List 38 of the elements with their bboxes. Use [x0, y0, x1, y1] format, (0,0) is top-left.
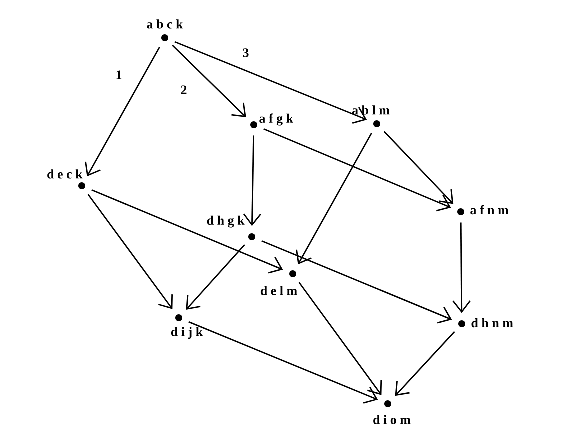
arrow — [298, 282, 382, 396]
node-label: d i o m — [374, 415, 411, 424]
dot — [78, 182, 86, 190]
node-label: d e l m — [260, 286, 298, 296]
edge-label: 2 — [180, 84, 188, 96]
dot — [162, 34, 168, 42]
node-label: a f n m — [470, 205, 509, 215]
dot — [176, 314, 182, 322]
dot — [374, 120, 380, 128]
arrow — [188, 321, 378, 404]
dot — [458, 320, 466, 328]
node-label: d h g k — [207, 216, 245, 228]
dot — [250, 122, 258, 128]
arrow — [262, 240, 452, 324]
arrow — [186, 244, 246, 310]
node-label: d e c k — [48, 170, 83, 179]
edge-label: 1 — [114, 70, 124, 80]
node-label: d h n m — [472, 318, 514, 328]
arrow — [243, 136, 262, 226]
dot — [290, 270, 296, 278]
arrow — [88, 194, 174, 310]
node-label: a b l m — [352, 106, 390, 115]
node-label: d i j k — [171, 327, 204, 339]
arrow — [384, 131, 454, 204]
arrow — [296, 133, 372, 265]
arrow — [92, 189, 284, 274]
node-label: a b c k — [147, 20, 184, 29]
arrow — [172, 44, 246, 118]
dot — [248, 234, 256, 240]
dot — [384, 400, 392, 408]
edge-label: 3 — [242, 48, 250, 58]
arrow — [85, 46, 160, 177]
arrow — [395, 331, 456, 396]
arrow — [174, 41, 368, 124]
node-label: a f g k — [260, 114, 294, 126]
arrow — [452, 222, 471, 314]
dot — [458, 208, 464, 216]
arrow — [264, 128, 452, 212]
